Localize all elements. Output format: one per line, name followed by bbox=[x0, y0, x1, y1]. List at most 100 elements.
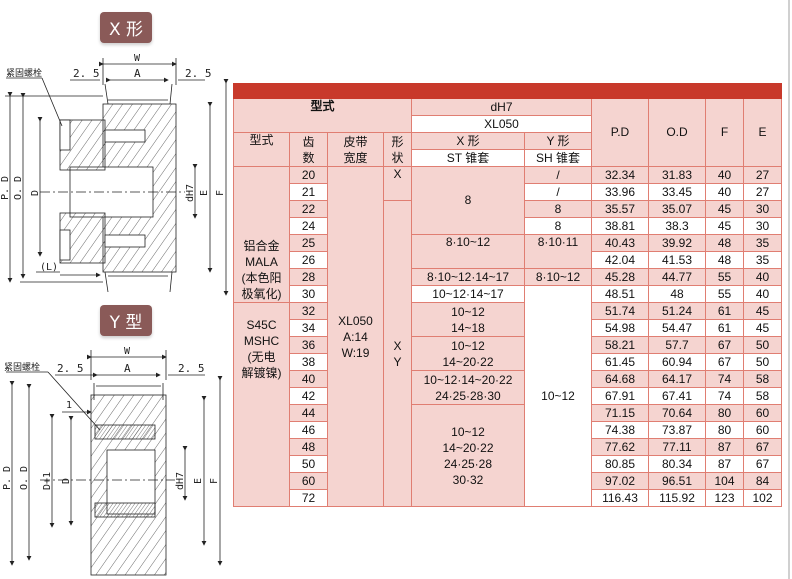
model-header: 型式 bbox=[233, 132, 290, 167]
e-cell: 40 bbox=[743, 268, 782, 286]
y-bore-cell: / bbox=[524, 166, 592, 184]
od-cell: 57.7 bbox=[648, 336, 706, 354]
f-cell: 55 bbox=[705, 268, 744, 286]
y-dim-dh7: dH7 bbox=[175, 472, 186, 490]
e-cell: 30 bbox=[743, 200, 782, 218]
teeth-cell: 38 bbox=[289, 353, 328, 371]
x-dim-e: E bbox=[199, 190, 210, 196]
y-dim-e: E bbox=[193, 478, 204, 484]
teeth-cell: 24 bbox=[289, 217, 328, 235]
f-cell: 87 bbox=[705, 455, 744, 473]
f-cell: 87 bbox=[705, 438, 744, 456]
f-cell: 104 bbox=[705, 472, 744, 490]
e-cell: 60 bbox=[743, 421, 782, 439]
x-form-drawing: 紧固螺栓 W A 2. 5 2. 5 P. D O. D D (L) dH7 E… bbox=[0, 53, 229, 296]
x-dim-a: A bbox=[134, 67, 141, 80]
f-cell: 123 bbox=[705, 489, 744, 507]
e-cell: 45 bbox=[743, 319, 782, 337]
sh-sleeve-header: SH 锥套 bbox=[524, 149, 592, 167]
pd-cell: 33.96 bbox=[591, 183, 649, 201]
od-cell: 73.87 bbox=[648, 421, 706, 439]
shape-header: 形状 bbox=[383, 132, 412, 167]
f-cell: 61 bbox=[705, 319, 744, 337]
y-dim-one: 1 bbox=[66, 400, 72, 411]
teeth-header: 齿数 bbox=[289, 132, 328, 167]
teeth-cell: 50 bbox=[289, 455, 328, 473]
pd-cell: 71.15 bbox=[591, 404, 649, 422]
f-cell: 74 bbox=[705, 387, 744, 405]
od-cell: 38.3 bbox=[648, 217, 706, 235]
table-row: 38 61.45 60.94 67 50 bbox=[234, 353, 782, 371]
x-dim-d: D bbox=[30, 190, 41, 196]
header-row-2: XL050 bbox=[234, 115, 782, 133]
pd-cell: 77.62 bbox=[591, 438, 649, 456]
pd-cell: 48.51 bbox=[591, 285, 649, 303]
od-cell: 96.51 bbox=[648, 472, 706, 490]
belt-width-header: 皮带宽度 bbox=[327, 132, 384, 167]
table-top-bar bbox=[233, 83, 782, 99]
y-bore-cell: / bbox=[524, 183, 592, 201]
f-cell: 40 bbox=[705, 166, 744, 184]
f-cell: 67 bbox=[705, 353, 744, 371]
e-cell: 30 bbox=[743, 217, 782, 235]
teeth-cell: 28 bbox=[289, 268, 328, 286]
pd-cell: 116.43 bbox=[591, 489, 649, 507]
x-bore-cell: 8 bbox=[411, 166, 525, 235]
table-row: 46 74.38 73.87 80 60 bbox=[234, 421, 782, 439]
teeth-cell: 30 bbox=[289, 285, 328, 303]
od-cell: 44.77 bbox=[648, 268, 706, 286]
e-cell: 35 bbox=[743, 234, 782, 252]
od-cell: 70.64 bbox=[648, 404, 706, 422]
table-row: 28 8·10~12·14~17 8·10~12 45.28 44.77 55 … bbox=[234, 268, 782, 286]
f-cell: 55 bbox=[705, 285, 744, 303]
x-dim-right: 2. 5 bbox=[185, 67, 212, 80]
x-dim-od: O. D bbox=[13, 176, 24, 200]
pd-cell: 61.45 bbox=[591, 353, 649, 371]
x-bore-cell: 8·10~12 bbox=[411, 234, 525, 269]
pd-cell: 64.68 bbox=[591, 370, 649, 388]
table-row: 26 42.04 41.53 48 35 bbox=[234, 251, 782, 269]
e-cell: 102 bbox=[743, 489, 782, 507]
teeth-cell: 40 bbox=[289, 370, 328, 388]
x-bolt-label: 紧固螺栓 bbox=[6, 67, 42, 79]
f-cell: 61 bbox=[705, 302, 744, 320]
table-row: 25 8·10~12 8·10·11 40.43 39.92 48 35 bbox=[234, 234, 782, 269]
od-cell: 39.92 bbox=[648, 234, 706, 252]
teeth-cell: 21 bbox=[289, 183, 328, 201]
e-cell: 27 bbox=[743, 183, 782, 201]
od-header: O.D bbox=[648, 98, 706, 167]
od-cell: 33.45 bbox=[648, 183, 706, 201]
y-dim-w: W bbox=[124, 346, 131, 357]
e-cell: 58 bbox=[743, 387, 782, 405]
f-cell: 45 bbox=[705, 217, 744, 235]
header-row-3: 型式 齿数 皮带宽度 形状 X 形 Y 形 bbox=[233, 132, 782, 167]
e-cell: 67 bbox=[743, 455, 782, 473]
y-dim-od: O. D bbox=[19, 466, 30, 490]
f-header: F bbox=[705, 98, 744, 167]
pd-cell: 42.04 bbox=[591, 251, 649, 269]
y-bore-cell: 8 bbox=[524, 200, 592, 218]
teeth-cell: 25 bbox=[289, 234, 328, 252]
y-form-drawing: 紧固螺栓 W A 2. 5 2. 5 1 P. D O. D D+1 D dH7… bbox=[2, 346, 223, 576]
model-group-header: 型式 bbox=[233, 98, 412, 133]
pd-cell: 32.34 bbox=[591, 166, 649, 184]
pd-header: P.D bbox=[591, 98, 649, 167]
e-cell: 50 bbox=[743, 336, 782, 354]
f-cell: 45 bbox=[705, 200, 744, 218]
e-cell: 84 bbox=[743, 472, 782, 490]
od-cell: 67.41 bbox=[648, 387, 706, 405]
teeth-cell: 32 bbox=[289, 302, 328, 320]
y-dim-left: 2. 5 bbox=[57, 362, 84, 375]
y-dim-d1: D+1 bbox=[42, 472, 53, 490]
od-cell: 48 bbox=[648, 285, 706, 303]
e-cell: 50 bbox=[743, 353, 782, 371]
x-dim-dh7: dH7 bbox=[185, 184, 196, 202]
y-bore-cell: 8·10~12 bbox=[524, 268, 592, 286]
header-row-1: 型式 dH7 P.D O.D F E bbox=[233, 98, 782, 167]
y-dim-f: F bbox=[209, 478, 220, 484]
